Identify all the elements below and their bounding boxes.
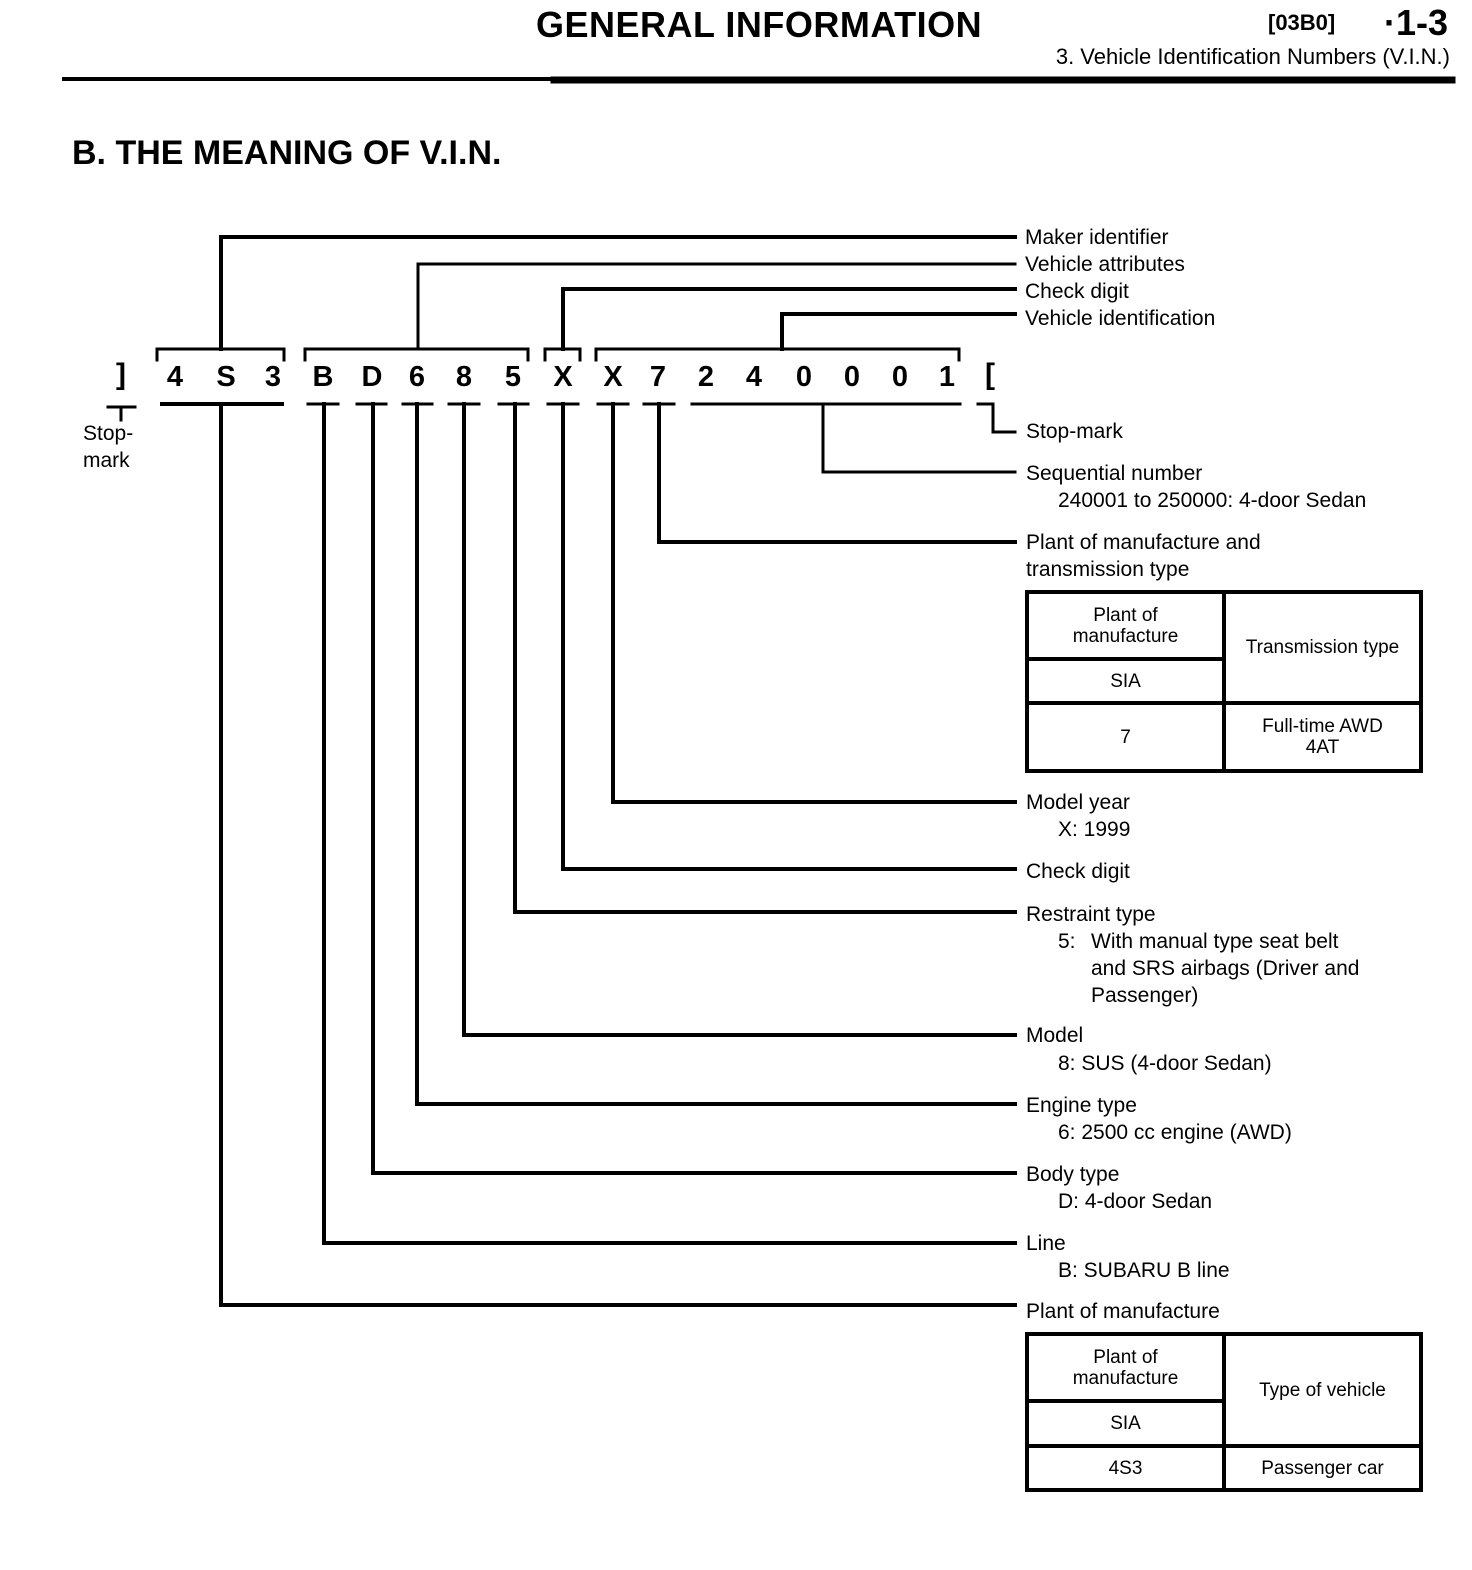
leader-model-year [611, 402, 1017, 804]
header-plant-line1: Plant of [1093, 604, 1158, 626]
vin-char: 1 [938, 361, 956, 393]
table-header-plant-sia: SIA [1025, 657, 1226, 705]
label-plant-of-manufacture: Plant of manufacture [1026, 1300, 1220, 1323]
leader-engine [415, 402, 1017, 1106]
vin-char: X [553, 361, 573, 393]
vin-char: X [603, 361, 623, 393]
leader-model [462, 402, 1017, 1037]
desc-body-type: D: 4-door Sedan [1058, 1190, 1213, 1213]
vin-char: 0 [843, 361, 861, 393]
stop-mark-left-line2: mark [83, 449, 130, 472]
leader-stop-mark-right [976, 402, 1017, 434]
stop-mark-left-label: Stop- mark [83, 420, 133, 474]
page-header-subtitle: 3. Vehicle Identification Numbers (V.I.N… [1055, 44, 1450, 69]
vin-char: 7 [649, 361, 667, 393]
label-vehicle-attributes: Vehicle attributes [1025, 253, 1185, 276]
label-vehicle-identification: Vehicle identification [1025, 307, 1216, 330]
label-model-year: Model year [1026, 791, 1130, 814]
transmission-type-table: Plant of manufacture Transmission type S… [1025, 590, 1423, 773]
section-code: [03B0] [1268, 10, 1336, 35]
vin-char: 4 [166, 361, 184, 393]
header-plant-line1: Plant of [1093, 1346, 1158, 1368]
vin-close-bracket: [ [985, 358, 995, 391]
vin-char: 4 [745, 361, 763, 393]
label-body-type: Body type [1026, 1163, 1120, 1186]
leader-check-digit [561, 402, 1017, 871]
vin-char: 0 [795, 361, 813, 393]
leader-line [322, 402, 1017, 1245]
label-plant-transmission-2: transmission type [1026, 558, 1190, 581]
table-header-transmission: Transmission type [1222, 590, 1423, 705]
desc-line: B: SUBARU B line [1058, 1259, 1230, 1282]
desc-model: 8: SUS (4-door Sedan) [1058, 1052, 1272, 1075]
label-restraint-type: Restraint type [1026, 903, 1156, 926]
desc-restraint-line3: Passenger) [1091, 984, 1199, 1007]
label-maker-identifier: Maker identifier [1025, 226, 1169, 249]
transmission-value-line1: Full-time AWD [1262, 716, 1383, 737]
desc-sequential-number: 240001 to 250000: 4-door Sedan [1058, 489, 1367, 512]
desc-restraint-line1: With manual type seat belt [1091, 930, 1339, 953]
vin-char: D [361, 361, 383, 393]
section-title: B. THE MEANING OF V.I.N. [72, 134, 502, 172]
vin-char: S [216, 361, 236, 393]
header-plant-line2: manufacture [1072, 625, 1179, 647]
page-number: ·1-3 [1384, 2, 1449, 43]
leader-plant-transmission [657, 402, 1017, 544]
vin-char: 0 [891, 361, 909, 393]
table-header-plant-sia: SIA [1025, 1399, 1226, 1448]
table-cell-vehicle-type: Passenger car [1222, 1444, 1423, 1492]
table-cell-code: 4S3 [1025, 1444, 1226, 1492]
header-plant-line2: manufacture [1072, 1367, 1179, 1389]
bracket-group-2 [303, 347, 530, 362]
label-line: Line [1026, 1232, 1066, 1255]
transmission-value-line2: 4AT [1305, 737, 1340, 758]
label-sequential-number: Sequential number [1026, 462, 1203, 485]
table-cell-transmission: Full-time AWD 4AT [1222, 701, 1423, 773]
vin-char: 8 [455, 361, 473, 393]
leader-maker-identifier [219, 235, 1017, 351]
vin-char: 5 [504, 361, 522, 393]
desc-restraint-line2: and SRS airbags (Driver and [1091, 957, 1360, 980]
bracket-group-4 [594, 347, 961, 362]
leader-vehicle-attributes [416, 262, 1017, 351]
vehicle-type-table: Plant of manufacture Type of vehicle SIA… [1025, 1332, 1423, 1492]
leader-sequential [821, 402, 1017, 474]
label-model: Model [1026, 1024, 1084, 1047]
table-header-plant: Plant of manufacture [1025, 1332, 1226, 1403]
page-header-title: GENERAL INFORMATION [536, 4, 983, 45]
desc-restraint-code: 5: [1058, 930, 1076, 953]
label-check-digit-top: Check digit [1025, 280, 1129, 303]
leader-plant [219, 402, 1017, 1307]
vin-char: B [312, 361, 334, 393]
desc-engine-type: 6: 2500 cc engine (AWD) [1058, 1121, 1292, 1144]
vin-char: 3 [264, 361, 282, 393]
vin-char: 6 [408, 361, 426, 393]
leader-body [371, 402, 1017, 1175]
table-cell-code: 7 [1025, 701, 1226, 773]
label-engine-type: Engine type [1026, 1094, 1137, 1117]
label-plant-transmission-1: Plant of manufacture and [1026, 531, 1261, 554]
table-header-plant: Plant of manufacture [1025, 590, 1226, 661]
leader-restraint [513, 402, 1017, 914]
leader-check-digit-top [561, 287, 1017, 351]
vin-open-bracket: ] [116, 358, 126, 391]
table-header-vehicle-type: Type of vehicle [1222, 1332, 1423, 1448]
label-check-digit: Check digit [1026, 860, 1130, 883]
desc-model-year: X: 1999 [1058, 818, 1131, 841]
leader-vehicle-identification [780, 312, 1017, 351]
stop-mark-left-line1: Stop- [83, 422, 134, 445]
label-stop-mark-right: Stop-mark [1026, 420, 1123, 443]
vin-char: 2 [697, 361, 715, 393]
